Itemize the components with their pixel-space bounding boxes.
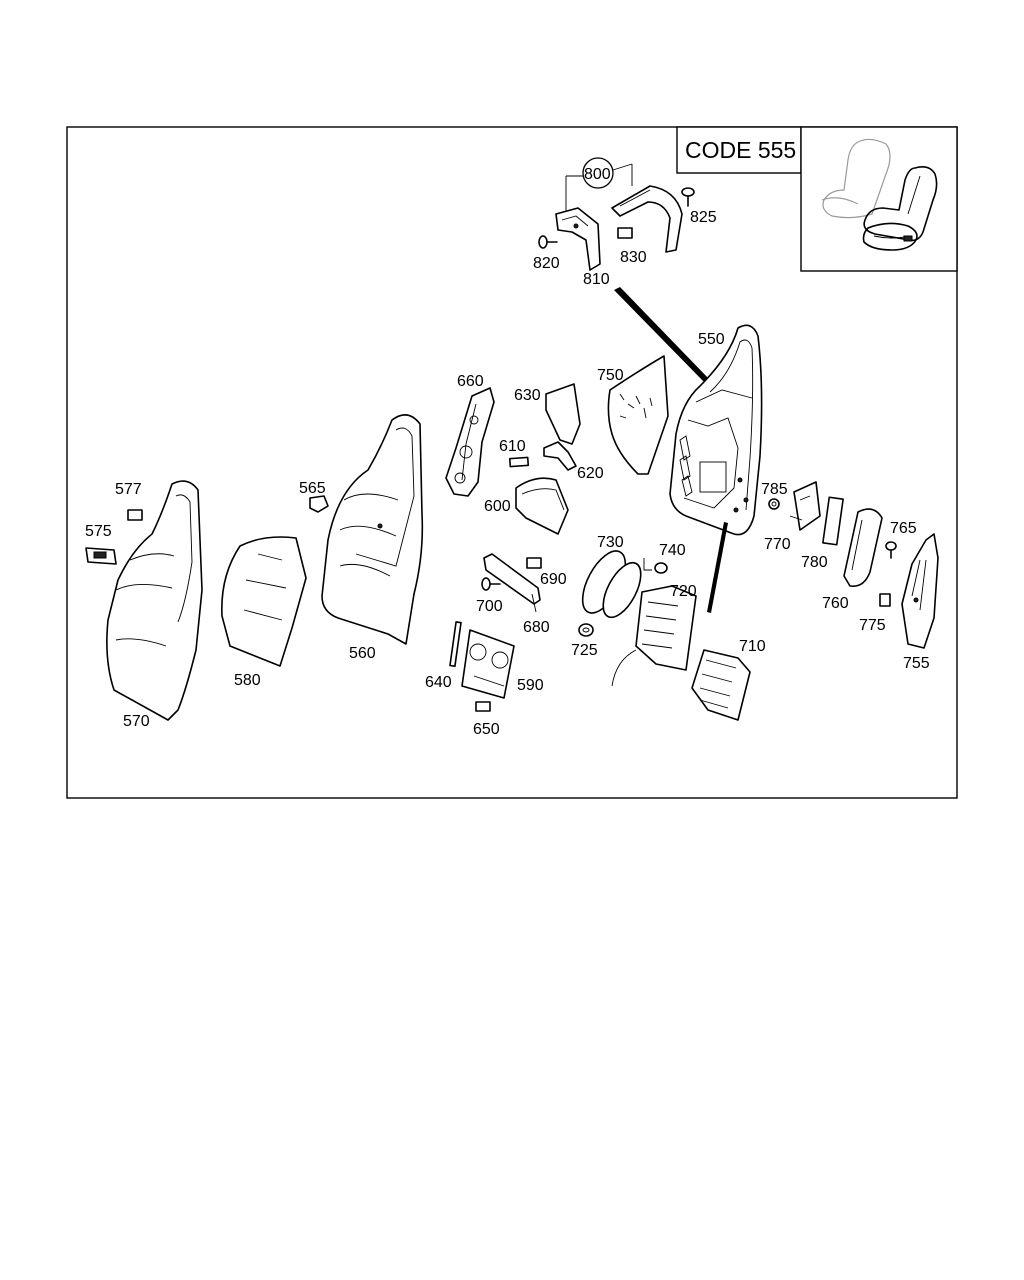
part-650-tag [475, 701, 491, 712]
part-775-clip [879, 593, 891, 607]
callout-630: 630 [514, 387, 541, 404]
callout-660: 660 [457, 373, 484, 390]
callout-565: 565 [299, 480, 326, 497]
callout-620: 620 [577, 465, 604, 482]
callout-760: 760 [822, 595, 849, 612]
part-575-switch [85, 547, 117, 565]
callout-570: 570 [123, 713, 150, 730]
part-725-nut [578, 623, 594, 637]
callout-800: 800 [584, 166, 611, 183]
diagram-frame [66, 126, 958, 799]
callout-825: 825 [690, 209, 717, 226]
part-770-bracket [789, 481, 821, 531]
callout-580: 580 [234, 672, 261, 689]
part-620-clip [543, 441, 577, 471]
part-600-shell [515, 477, 569, 535]
part-680-rail [483, 553, 541, 613]
callout-590: 590 [517, 677, 544, 694]
callout-575: 575 [85, 523, 112, 540]
callout-560: 560 [349, 645, 376, 662]
part-740-screw [643, 558, 668, 574]
part-780-pad [822, 496, 844, 546]
callout-640: 640 [425, 674, 452, 691]
part-565-clip [309, 495, 329, 513]
part-760-bolster [843, 508, 883, 588]
part-785-nut [768, 498, 780, 510]
callout-labels: 800 825 820 830 810 550 750 660 630 610 … [85, 166, 930, 738]
part-580-cushion [221, 536, 307, 667]
code-box [676, 126, 802, 174]
callout-720: 720 [670, 583, 697, 600]
callout-775: 775 [859, 617, 886, 634]
callout-730: 730 [597, 534, 624, 551]
seat-thumbnail [821, 138, 938, 251]
callout-710: 710 [739, 638, 766, 655]
callout-550: 550 [698, 331, 725, 348]
part-820-screw [538, 235, 558, 249]
callout-780: 780 [801, 554, 828, 571]
part-765-screw [885, 541, 897, 559]
callout-830: 830 [620, 249, 647, 266]
code-label: CODE 555 [685, 137, 796, 163]
part-550-seat-frame [669, 324, 763, 536]
callout-610: 610 [499, 438, 526, 455]
leader-810-to-550 [614, 287, 710, 383]
callout-755: 755 [903, 655, 930, 672]
part-690-tag [526, 557, 542, 569]
callout-765: 765 [890, 520, 917, 537]
callout-700: 700 [476, 598, 503, 615]
part-590-module [461, 629, 515, 699]
part-577-tag [127, 509, 143, 521]
part-755-side-trim [901, 533, 939, 649]
callout-680: 680 [523, 619, 550, 636]
callout-group-800 [565, 157, 633, 212]
callout-690: 690 [540, 571, 567, 588]
callout-650: 650 [473, 721, 500, 738]
callout-725: 725 [571, 642, 598, 659]
callout-770: 770 [764, 536, 791, 553]
part-830-bracket [611, 185, 683, 253]
part-570-seat-cover [106, 480, 203, 721]
callout-785: 785 [761, 481, 788, 498]
leader-550-to-710 [707, 522, 728, 613]
part-710-blower [691, 649, 751, 721]
part-660-side-frame [445, 387, 495, 497]
callout-750: 750 [597, 367, 624, 384]
part-700-screw [481, 577, 501, 591]
callout-740: 740 [659, 542, 686, 559]
callout-600: 600 [484, 498, 511, 515]
callout-577: 577 [115, 481, 142, 498]
part-720-blower [602, 561, 697, 687]
part-750-back-panel [607, 355, 669, 475]
part-640-strip [449, 621, 462, 668]
part-560-seat-cover [321, 414, 424, 645]
callout-810: 810 [583, 271, 610, 288]
callout-820: 820 [533, 255, 560, 272]
part-610-label [508, 456, 530, 468]
part-810-bracket [555, 207, 601, 271]
part-825-screw [681, 187, 695, 207]
part-630-pad [545, 383, 581, 445]
